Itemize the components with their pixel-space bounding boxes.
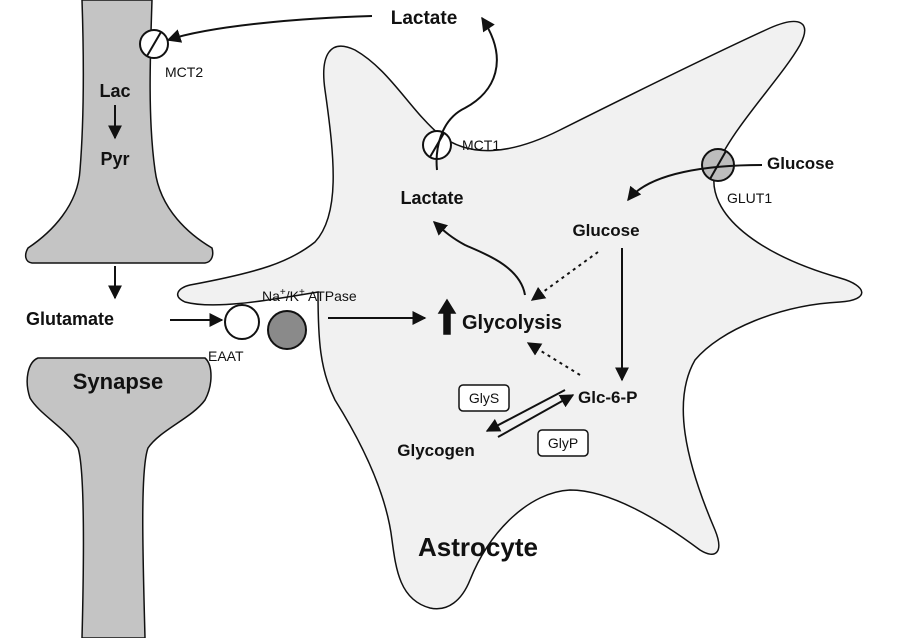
mct2-transporter-slash	[146, 31, 162, 57]
arrow-glucose-in	[627, 164, 763, 202]
synapse-label: Synapse	[73, 369, 164, 394]
arrow-mct1-to-lactate-out	[435, 16, 498, 171]
eaat-label: EAAT	[208, 348, 244, 364]
arrow-glc6p-to-glycogen	[485, 389, 566, 432]
glucose-outside-label: Glucose	[767, 154, 834, 173]
arrow-glc6p-to-glycolysis-dotted	[526, 342, 581, 376]
glutamate-label: Glutamate	[26, 309, 114, 329]
arrow-lactate-to-mct2	[166, 15, 373, 43]
atpase-pump	[267, 310, 307, 350]
postsynaptic-spine	[26, 357, 212, 638]
lactate-inside-label: Lactate	[400, 188, 463, 208]
mct2-label: MCT2	[165, 64, 203, 80]
increase-arrow-icon	[437, 298, 457, 335]
presynaptic-terminal	[24, 0, 214, 264]
glyp-label: GlyP	[548, 435, 578, 451]
glys-box	[458, 384, 510, 412]
glys-label: GlyS	[469, 390, 499, 406]
mct1-label: MCT1	[462, 137, 500, 153]
arrow-glycogen-to-glc6p	[497, 394, 575, 438]
glc6p-label: Glc-6-P	[578, 388, 638, 407]
mct1-transporter-slash	[429, 132, 445, 158]
astrocyte-label: Astrocyte	[418, 532, 538, 562]
glycolysis-label: Glycolysis	[462, 312, 562, 334]
glucose-inside-label: Glucose	[572, 221, 639, 240]
glut1-label: GLUT1	[727, 190, 772, 206]
glut1-transporter-slash	[709, 150, 727, 180]
glycogen-label: Glycogen	[397, 441, 474, 460]
lac-label: Lac	[99, 81, 130, 101]
lactate-outside-label: Lactate	[391, 8, 458, 29]
atpase-label: Na+/K+ ATPase	[262, 287, 357, 304]
eaat-transporter	[224, 304, 260, 340]
glyp-box	[537, 429, 589, 457]
astrocyte-cell	[176, 20, 863, 610]
pyr-label: Pyr	[100, 149, 129, 169]
arrow-glycolysis-to-lactate	[432, 221, 526, 296]
